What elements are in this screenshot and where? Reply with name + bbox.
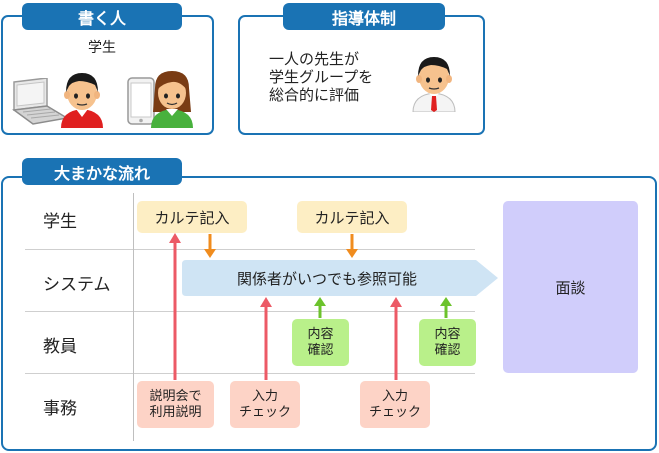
input-check-2-line-1: 入力 [381,388,408,404]
row-label-teacher: 教員 [43,337,77,357]
row-divider [25,249,475,250]
input-check-1: 入力 チェック [230,381,300,428]
teacher-icon [412,57,456,112]
input-check-1-line-1: 入力 [251,388,278,404]
explanation-line-1: 説明会で [149,388,202,404]
system-label: 関係者がいつでも参照可能 [236,269,417,288]
arrow-check1-to-system [314,297,326,318]
writers-title: 書く人 [22,3,182,30]
row-label-system: システム [43,275,111,295]
karte-entry-1: カルテ記入 [137,201,247,233]
writers-label: 学生 [88,40,116,56]
arrow-check2-to-system [440,297,452,318]
input-check-2-line-2: チェック [368,404,421,420]
row-divider [25,373,475,374]
guidance-line-3: 総合的に評価 [269,86,360,104]
arrow-input1-to-system [260,297,272,380]
input-check-1-line-2: チェック [238,404,291,420]
column-divider [133,193,134,441]
explanation-line-2: 利用説明 [149,404,202,420]
tablet-icon [127,77,155,125]
row-divider [25,311,475,312]
content-check-2: 内容 確認 [419,319,476,366]
content-check-1-line-2: 確認 [307,342,334,358]
flow-title: 大まかな流れ [22,158,182,185]
guidance-title: 指導体制 [283,3,445,30]
input-check-2: 入力 チェック [360,381,430,428]
interview-box: 面談 [503,201,638,373]
content-check-1: 内容 確認 [292,319,349,366]
explanation-session: 説明会で 利用説明 [137,381,214,428]
content-check-1-line-1: 内容 [307,326,334,342]
guidance-line-2: 学生グループを [269,68,374,86]
system-band [182,260,498,296]
arrow-explain-to-karte [169,233,181,380]
row-label-student: 学生 [43,212,77,232]
female-student-icon [151,71,193,128]
guidance-line-1: 一人の先生が [269,50,360,68]
laptop-icon [12,78,69,125]
content-check-2-line-1: 内容 [434,326,461,342]
row-label-office: 事務 [43,399,77,419]
arrow-karte1-to-system [204,234,216,258]
arrow-karte2-to-system [346,234,358,258]
karte-entry-2: カルテ記入 [297,201,407,233]
content-check-2-line-2: 確認 [434,342,461,358]
male-student-icon [61,73,103,128]
arrow-input2-to-system [390,297,402,380]
